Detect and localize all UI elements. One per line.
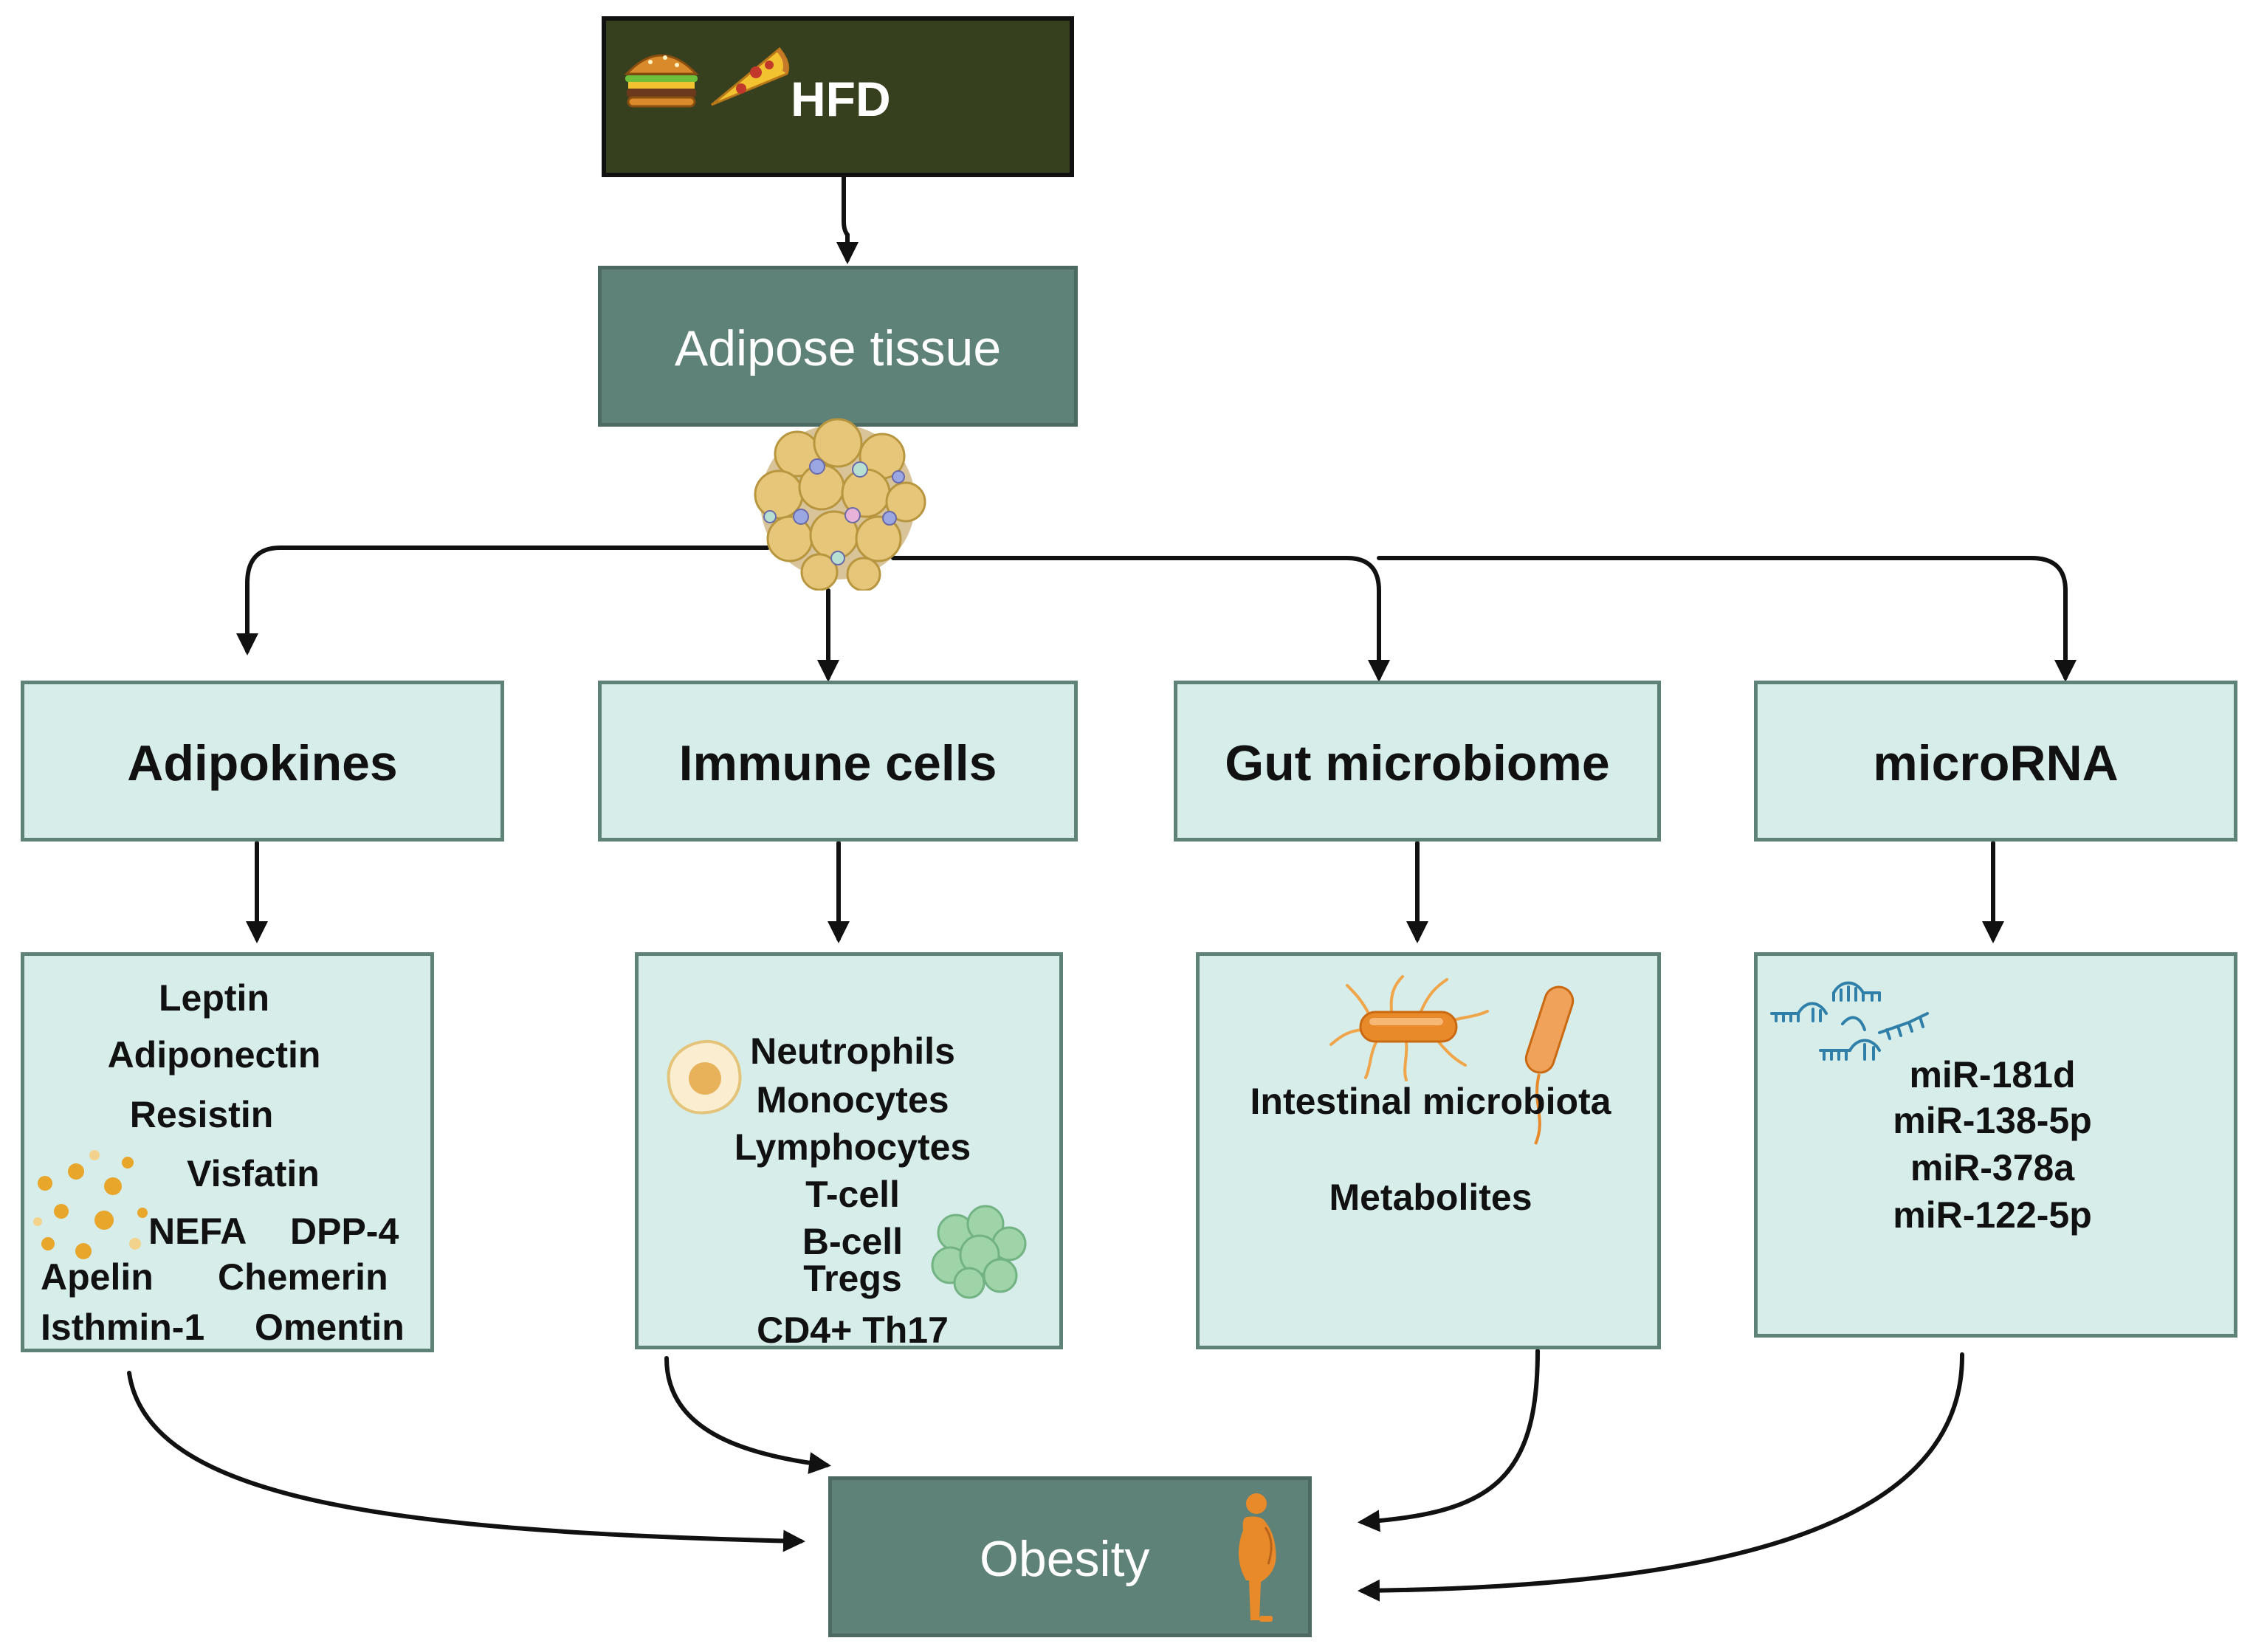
arrow-immune-to-obesity — [664, 1356, 831, 1474]
obese-person-icon — [1238, 1493, 1276, 1622]
adipokine-item: Isthmin-1 — [41, 1307, 205, 1348]
adipokines-detail-box: Leptin Adiponectin Resistin Visfatin NEF… — [21, 952, 434, 1352]
hfd-label: HFD — [791, 72, 891, 126]
microrna-item: miR-122-5p — [1893, 1194, 2092, 1236]
adipokine-item: Resistin — [129, 1094, 274, 1135]
gut-microbiome-item: Metabolites — [1329, 1177, 1532, 1218]
microrna-item: miR-378a — [1910, 1147, 2075, 1188]
adipokine-item: NEFA — [148, 1211, 247, 1252]
cell-cluster-icon — [931, 1205, 1027, 1299]
obesity-box: Obesity — [828, 1476, 1312, 1637]
immune-cell-item: T-cell — [805, 1174, 900, 1215]
immune-cell-item: Neutrophils — [750, 1030, 955, 1072]
adipokine-item: Visfatin — [187, 1153, 320, 1194]
arrow-microrna-to-obesity — [1358, 1352, 1965, 1602]
microrna-item: miR-138-5p — [1893, 1100, 2092, 1141]
neutrophil-icon — [667, 1039, 742, 1115]
microrna-icon — [1770, 981, 1929, 1061]
gut-microbiome-item: Intestinal microbiota — [1250, 1081, 1611, 1122]
adipokine-item: Adiponectin — [107, 1034, 321, 1075]
bacterium-icon — [1329, 975, 1489, 1081]
immune-cell-item: Tregs — [803, 1258, 902, 1299]
adipokine-item: Apelin — [41, 1256, 154, 1298]
category-adipokines: Adipokines — [21, 681, 504, 842]
category-gut-microbiome: Gut microbiome — [1174, 681, 1661, 842]
pizza-icon — [711, 47, 790, 106]
immune-cell-item: Lymphocytes — [734, 1126, 971, 1168]
burger-icon — [624, 54, 699, 108]
category-label: microRNA — [1873, 735, 2119, 791]
immune-cell-item: B-cell — [802, 1221, 904, 1262]
category-label: Immune cells — [678, 735, 997, 791]
immune-cell-item: Monocytes — [756, 1079, 949, 1121]
gut-microbiome-detail-box: Intestinal microbiota Metabolites — [1196, 952, 1661, 1349]
adipose-tissue-label: Adipose tissue — [674, 320, 1002, 376]
arrow-adipokines-to-obesity — [127, 1371, 805, 1552]
obesity-label: Obesity — [980, 1531, 1150, 1587]
adipocyte-cluster-icon — [754, 418, 926, 591]
arrow-to-adipokines — [236, 545, 770, 655]
arrow-to-microrna — [1377, 556, 2077, 682]
adipose-tissue-box: Adipose tissue — [598, 266, 1078, 427]
hfd-box: HFD — [602, 16, 1074, 177]
category-microrna: microRNA — [1754, 681, 2237, 842]
adipokine-item: Leptin — [159, 977, 269, 1019]
adipokine-item: Omentin — [255, 1307, 405, 1348]
arrow-gut-to-obesity — [1358, 1349, 1540, 1532]
particles-icon — [33, 1150, 148, 1259]
immune-cells-detail-box: Neutrophils Monocytes Lymphocytes T-cell… — [635, 952, 1063, 1351]
adipokine-item: Chemerin — [218, 1256, 388, 1298]
category-label: Gut microbiome — [1225, 735, 1610, 791]
arrow-to-gut-microbiome — [891, 556, 1390, 682]
category-label: Adipokines — [127, 735, 398, 791]
immune-cell-item: CD4+ Th17 — [757, 1309, 949, 1351]
microrna-detail-box: miR-181d miR-138-5p miR-378a miR-122-5p — [1754, 952, 2237, 1338]
rod-bacterium-icon — [1524, 985, 1575, 1145]
category-immune-cells: Immune cells — [598, 681, 1078, 842]
microrna-item: miR-181d — [1909, 1054, 2076, 1095]
adipokine-item: DPP-4 — [290, 1211, 399, 1252]
arrow-hfd-to-adipose — [836, 173, 859, 264]
